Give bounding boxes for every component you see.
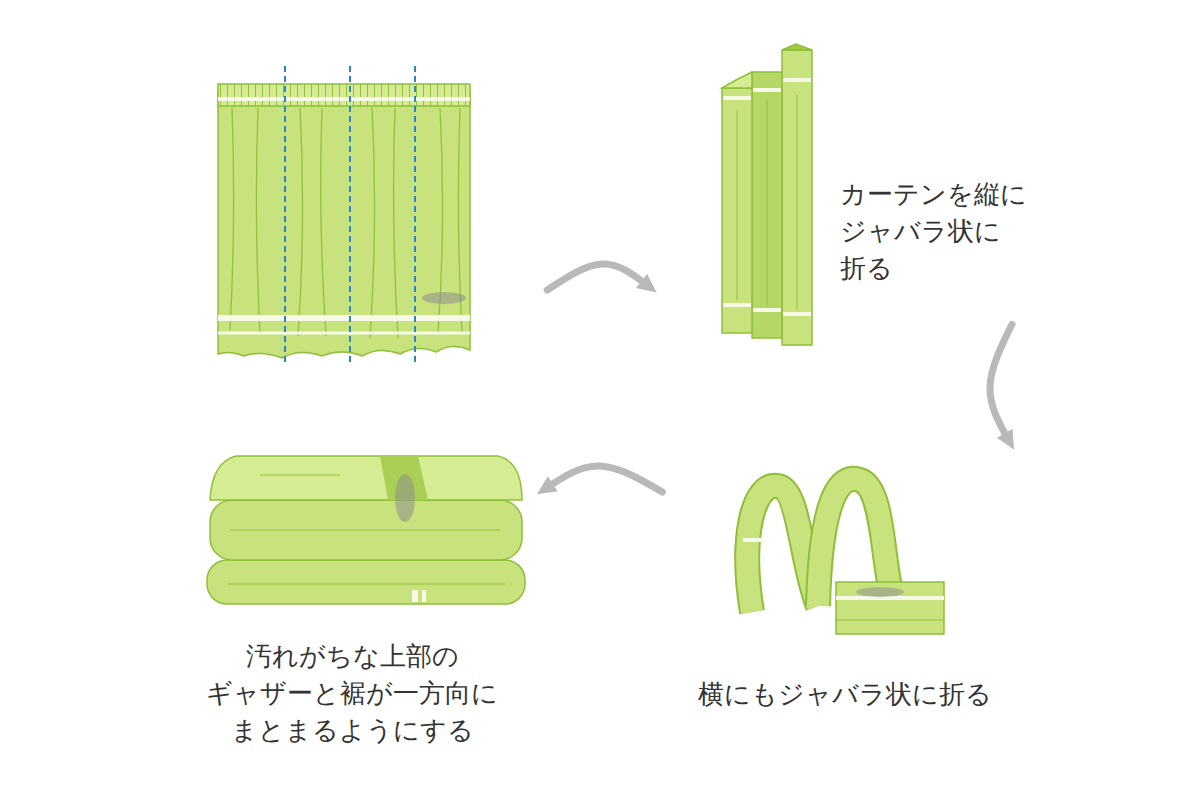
flow-arrow — [546, 466, 662, 492]
circle-fill — [125, 10, 575, 388]
horizontal-folded-curtain — [743, 479, 944, 634]
step-circle — [125, 10, 575, 388]
circle-fill — [628, 6, 1070, 386]
step-caption: カーテンを縦に ジャバラ状に 折る — [840, 176, 1027, 287]
circle-fill — [624, 404, 1096, 792]
text-group: 横にもジャバラ状に折る — [698, 676, 992, 713]
step-circle: 横にもジャバラ状に折る — [624, 404, 1096, 792]
vertical-folded-curtain — [722, 44, 812, 345]
step-circle: カーテンを縦に ジャバラ状に 折る — [628, 6, 1070, 386]
step-caption: 横にもジャバラ状に折る — [698, 676, 992, 713]
flow-arrow — [990, 324, 1012, 440]
circle-outline — [624, 404, 1096, 792]
circle-outline — [125, 10, 575, 388]
step-caption: 汚れがちな上部の ギャザーと裾が一方向に まとまるようにする — [206, 638, 498, 749]
folded-stack — [207, 456, 525, 604]
text-group: カーテンを縦に ジャバラ状に 折る — [840, 176, 1027, 287]
flat-curtain — [218, 66, 470, 364]
flow-arrow — [547, 264, 648, 290]
text-group: 汚れがちな上部の ギャザーと裾が一方向に まとまるようにする — [206, 638, 498, 749]
circle-fill — [140, 400, 570, 794]
step-circle: 汚れがちな上部の ギャザーと裾が一方向に まとまるようにする — [140, 400, 570, 794]
